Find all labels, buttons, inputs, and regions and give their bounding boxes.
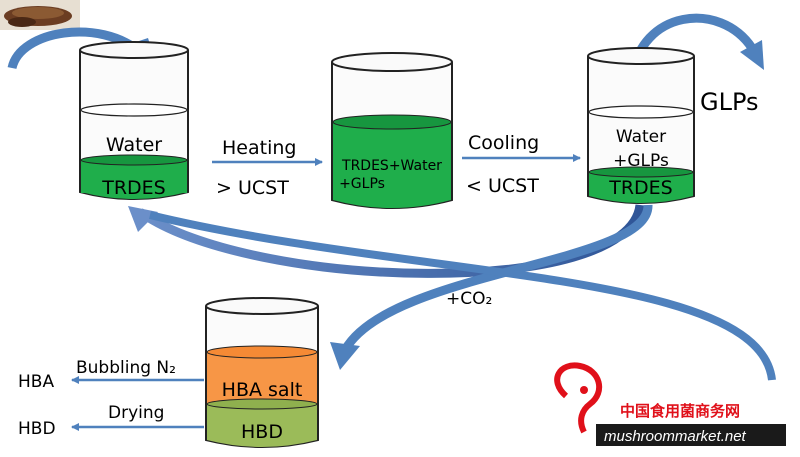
hba-output-label: HBA bbox=[18, 372, 54, 392]
watermark-cn-text: 中国食用菌商务网 bbox=[620, 402, 740, 420]
beaker-start: Water TRDES bbox=[79, 41, 189, 200]
heating-label: Heating bbox=[222, 137, 296, 159]
above-ucst-label: > UCST bbox=[216, 177, 289, 199]
hbd-output-label: HBD bbox=[18, 419, 56, 439]
beaker-bottom: HBA salt HBD bbox=[205, 297, 319, 448]
bubbling-label: Bubbling N₂ bbox=[76, 358, 176, 378]
beaker-middle-line1: TRDES+Water bbox=[341, 158, 442, 174]
beaker-end-glps-label: +GLPs bbox=[613, 151, 669, 171]
beaker-start-trdes-label: TRDES bbox=[101, 177, 166, 199]
cooling-label: Cooling bbox=[468, 132, 539, 154]
mushroom-photo bbox=[0, 0, 80, 30]
beaker-middle-line2: +GLPs bbox=[339, 176, 385, 192]
drying-label: Drying bbox=[108, 403, 164, 423]
co2-label: +CO₂ bbox=[446, 289, 492, 309]
beaker-end: Water +GLPs TRDES bbox=[587, 47, 695, 204]
beaker-end-water-label: Water bbox=[616, 127, 666, 147]
watermark-logo: 中国食用菌商务网 mushroommarket.net bbox=[554, 362, 786, 446]
below-ucst-label: < UCST bbox=[466, 175, 539, 197]
beaker-bottom-hba-label: HBA salt bbox=[222, 379, 303, 401]
beaker-middle: TRDES+Water +GLPs bbox=[331, 52, 453, 209]
recycle-curve-arrow bbox=[128, 204, 645, 278]
glps-output-label: GLPs bbox=[700, 88, 759, 116]
beaker-bottom-hbd-label: HBD bbox=[241, 421, 283, 443]
beaker-start-water-label: Water bbox=[106, 134, 162, 156]
beaker-end-trdes-label: TRDES bbox=[608, 177, 673, 199]
watermark-url-text: mushroommarket.net bbox=[604, 428, 747, 445]
recovery-curve-arrow bbox=[149, 211, 776, 381]
